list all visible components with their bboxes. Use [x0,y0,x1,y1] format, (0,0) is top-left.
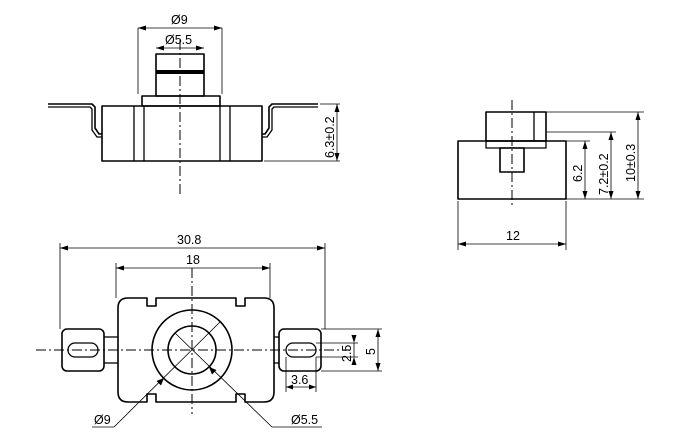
front-dim-dia-outer: Ø9 [171,13,188,27]
top-dim-tab-h: 5 [364,348,378,355]
side-dim-width: 12 [506,229,520,243]
front-body [101,105,263,162]
front-right-terminal [262,103,318,135]
top-dim-body: 18 [186,253,200,267]
side-dim-h2: 7.2±0.2 [597,153,611,195]
side-cap [485,111,547,142]
side-view: 6.2 7.2±0.2 10±0.3 12 [457,100,644,250]
front-boss [141,95,221,107]
front-dim-dia-inner: Ø5.5 [165,33,192,47]
front-view: Ø9 Ø5.5 6.3±0.2 [48,13,340,194]
top-dim-slot-w: 3.6 [291,373,308,387]
top-dim-dia-inner: Ø5.5 [291,413,318,427]
top-dim-slot-h: 2.5 [340,345,354,362]
front-left-terminal [48,103,102,135]
top-view: 30.8 18 2.5 5 3.6 Ø9 [36,233,382,428]
side-dim-h1: 6.2 [571,165,585,182]
top-dim-dia-outer: Ø9 [94,413,111,427]
top-body [117,297,275,403]
front-dim-height: 6.3±0.2 [323,116,337,158]
top-dim-overall: 30.8 [177,233,201,247]
side-dim-h3: 10±0.3 [624,144,638,182]
